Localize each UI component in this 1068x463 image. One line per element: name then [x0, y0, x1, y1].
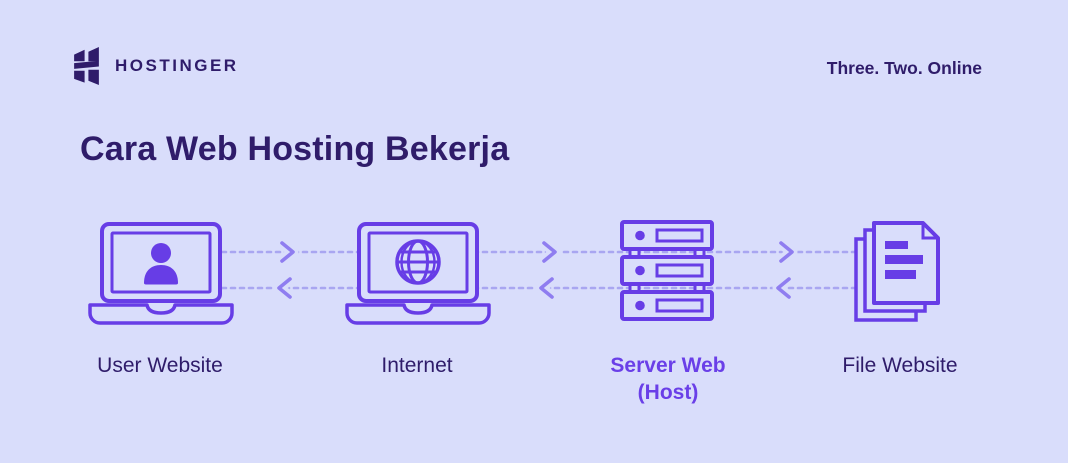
laptop-globe-icon — [345, 222, 491, 325]
label-file-website: File Website — [842, 354, 958, 377]
server-unit — [620, 220, 714, 251]
hostinger-h-icon — [74, 46, 99, 86]
label-server-web-line2: (Host) — [637, 381, 699, 404]
server-unit — [620, 255, 714, 286]
label-user-website: User Website — [97, 354, 223, 377]
arrow-left-icon — [277, 277, 292, 299]
page-fold-corner — [921, 223, 938, 240]
arrow-left-icon — [539, 277, 554, 299]
brand-tagline: Three. Two. Online — [826, 58, 982, 78]
arrow-right-icon — [542, 241, 557, 263]
text-lines — [885, 241, 923, 279]
arrow-right-icon — [280, 241, 295, 263]
hostinger-logo: HOSTINGER — [72, 46, 239, 86]
label-server-web-line1: Server Web — [610, 354, 726, 377]
server-unit — [620, 290, 714, 321]
globe-icon — [395, 239, 441, 285]
server-stack-icon — [620, 220, 714, 321]
document-stack-icon — [854, 221, 940, 322]
page-title: Cara Web Hosting Bekerja — [80, 130, 510, 168]
label-internet: Internet — [381, 354, 453, 377]
user-icon — [151, 243, 171, 263]
laptop-user-icon — [88, 222, 234, 325]
arrow-right-icon — [779, 241, 794, 263]
arrow-left-icon — [776, 277, 791, 299]
connector-arrows — [220, 240, 860, 300]
brand-wordmark: HOSTINGER — [115, 56, 239, 75]
label-server-web: Server Web (Host) — [558, 352, 778, 406]
